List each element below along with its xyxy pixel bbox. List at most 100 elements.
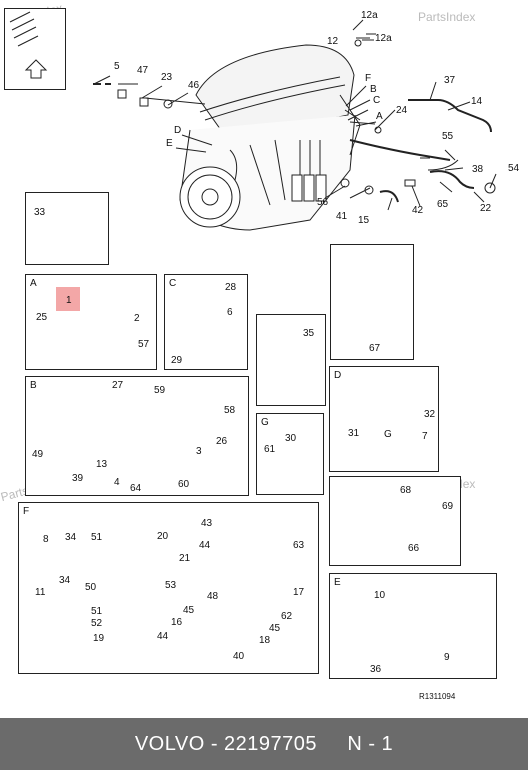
callout-12: 12 bbox=[327, 36, 339, 47]
detail-box-A: A 1 25 2 57 bbox=[25, 274, 157, 370]
callout-A: A bbox=[376, 111, 383, 122]
callout-D: D bbox=[174, 125, 182, 136]
callout-61: 61 bbox=[264, 444, 276, 455]
callout-B: B bbox=[370, 84, 377, 95]
callout-55: 55 bbox=[442, 131, 454, 142]
detail-box-E: E 10 36 9 bbox=[329, 573, 497, 679]
detail-box-D: D 32 31 G 7 bbox=[329, 366, 439, 472]
callout-48: 48 bbox=[207, 591, 219, 602]
callout-45: 45 bbox=[183, 605, 195, 616]
detail-box-G: G 30 61 bbox=[256, 413, 324, 495]
callout-65: 65 bbox=[437, 199, 449, 210]
callout-68: 68 bbox=[400, 485, 412, 496]
callout-5: 5 bbox=[114, 61, 120, 72]
callout-19: 19 bbox=[93, 633, 105, 644]
callout-56: 56 bbox=[317, 197, 329, 208]
callout-12a: 12a bbox=[375, 33, 392, 44]
detail-box-67: 67 bbox=[330, 244, 414, 360]
callout-30: 30 bbox=[285, 433, 297, 444]
callout-34: 34 bbox=[59, 575, 71, 586]
callout-7: 7 bbox=[422, 431, 428, 442]
drawing-number: R1311094 bbox=[419, 692, 456, 701]
callout-29: 29 bbox=[171, 355, 183, 366]
callout-10: 10 bbox=[374, 590, 386, 601]
callout-45: 45 bbox=[269, 623, 281, 634]
detail-box-B: B 27 59 58 26 3 49 13 39 4 64 60 bbox=[25, 376, 249, 496]
callout-22: 22 bbox=[480, 203, 492, 214]
callout-37: 37 bbox=[444, 75, 456, 86]
callout-9: 9 bbox=[444, 652, 450, 663]
callout-4: 4 bbox=[114, 477, 120, 488]
callout-63: 63 bbox=[293, 540, 305, 551]
part-footer: VOLVO - 22197705 N - 1 bbox=[0, 718, 528, 770]
callout-46: 46 bbox=[188, 80, 200, 91]
callout-E: E bbox=[166, 138, 173, 149]
callout-34: 34 bbox=[65, 532, 77, 543]
callout-13: 13 bbox=[96, 459, 108, 470]
callout-25: 25 bbox=[36, 312, 48, 323]
callout-44: 44 bbox=[157, 631, 169, 642]
watermark: PartsIndex bbox=[418, 10, 476, 24]
callout-64: 64 bbox=[130, 483, 142, 494]
callout-C: C bbox=[373, 95, 381, 106]
callout-12a: 12a bbox=[361, 10, 378, 21]
callout-18: 18 bbox=[259, 635, 271, 646]
callout-51: 51 bbox=[91, 606, 103, 617]
footer-text: VOLVO - 22197705 N - 1 bbox=[134, 732, 394, 755]
callout-33: 33 bbox=[34, 207, 46, 218]
callout-24: 24 bbox=[396, 105, 408, 116]
callout-50: 50 bbox=[85, 582, 97, 593]
box-title-C: C bbox=[169, 278, 177, 289]
detail-box-F: F 8 34 51 20 43 63 44 21 53 34 50 17 48 … bbox=[18, 502, 319, 674]
box-title-A: A bbox=[30, 278, 37, 289]
callout-16: 16 bbox=[171, 617, 183, 628]
callout-53: 53 bbox=[165, 580, 177, 591]
callout-28: 28 bbox=[225, 282, 237, 293]
callout-31: 31 bbox=[348, 428, 360, 439]
callout-39: 39 bbox=[72, 473, 84, 484]
callout-11: 11 bbox=[35, 587, 46, 598]
callout-6: 6 bbox=[227, 307, 233, 318]
callout-32: 32 bbox=[424, 409, 436, 420]
box-title-D: D bbox=[334, 370, 342, 381]
detail-box-C: C 28 6 29 bbox=[164, 274, 248, 370]
callout-69: 69 bbox=[442, 501, 454, 512]
callout-49: 49 bbox=[32, 449, 44, 460]
callout-38: 38 bbox=[472, 164, 484, 175]
detail-box-68: 68 69 66 bbox=[329, 476, 461, 566]
callout-23: 23 bbox=[161, 72, 173, 83]
callout-2: 2 bbox=[134, 313, 140, 324]
callout-17: 17 bbox=[293, 587, 305, 598]
arrow-icon bbox=[9, 11, 48, 79]
callout-1: 1 bbox=[66, 295, 72, 306]
engine-block bbox=[179, 44, 361, 231]
callout-3: 3 bbox=[196, 446, 202, 457]
box-title-F: F bbox=[23, 506, 30, 517]
callout-26: 26 bbox=[216, 436, 228, 447]
callout-20: 20 bbox=[157, 531, 169, 542]
callout-52: 52 bbox=[91, 618, 103, 629]
callout-51: 51 bbox=[91, 532, 103, 543]
callout-58: 58 bbox=[224, 405, 236, 416]
callout-59: 59 bbox=[154, 385, 166, 396]
callout-15: 15 bbox=[358, 215, 370, 226]
callout-G: G bbox=[384, 429, 392, 440]
callout-62: 62 bbox=[281, 611, 293, 622]
callout-43: 43 bbox=[201, 518, 213, 529]
callout-42: 42 bbox=[412, 205, 424, 216]
box-title-G: G bbox=[261, 417, 269, 428]
detail-box-33: 33 bbox=[25, 192, 109, 265]
callout-14: 14 bbox=[471, 96, 483, 107]
callout-67: 67 bbox=[369, 343, 381, 354]
callout-47: 47 bbox=[137, 65, 149, 76]
detail-box-35: 35 bbox=[256, 314, 326, 406]
callout-44: 44 bbox=[199, 540, 211, 551]
callout-57: 57 bbox=[138, 339, 150, 350]
box-title-E: E bbox=[334, 577, 341, 588]
callout-40: 40 bbox=[233, 651, 245, 662]
callout-35: 35 bbox=[303, 328, 315, 339]
callout-41: 41 bbox=[336, 211, 348, 222]
highlight-part-1 bbox=[56, 287, 80, 311]
callout-36: 36 bbox=[370, 664, 382, 675]
callout-60: 60 bbox=[178, 479, 190, 490]
